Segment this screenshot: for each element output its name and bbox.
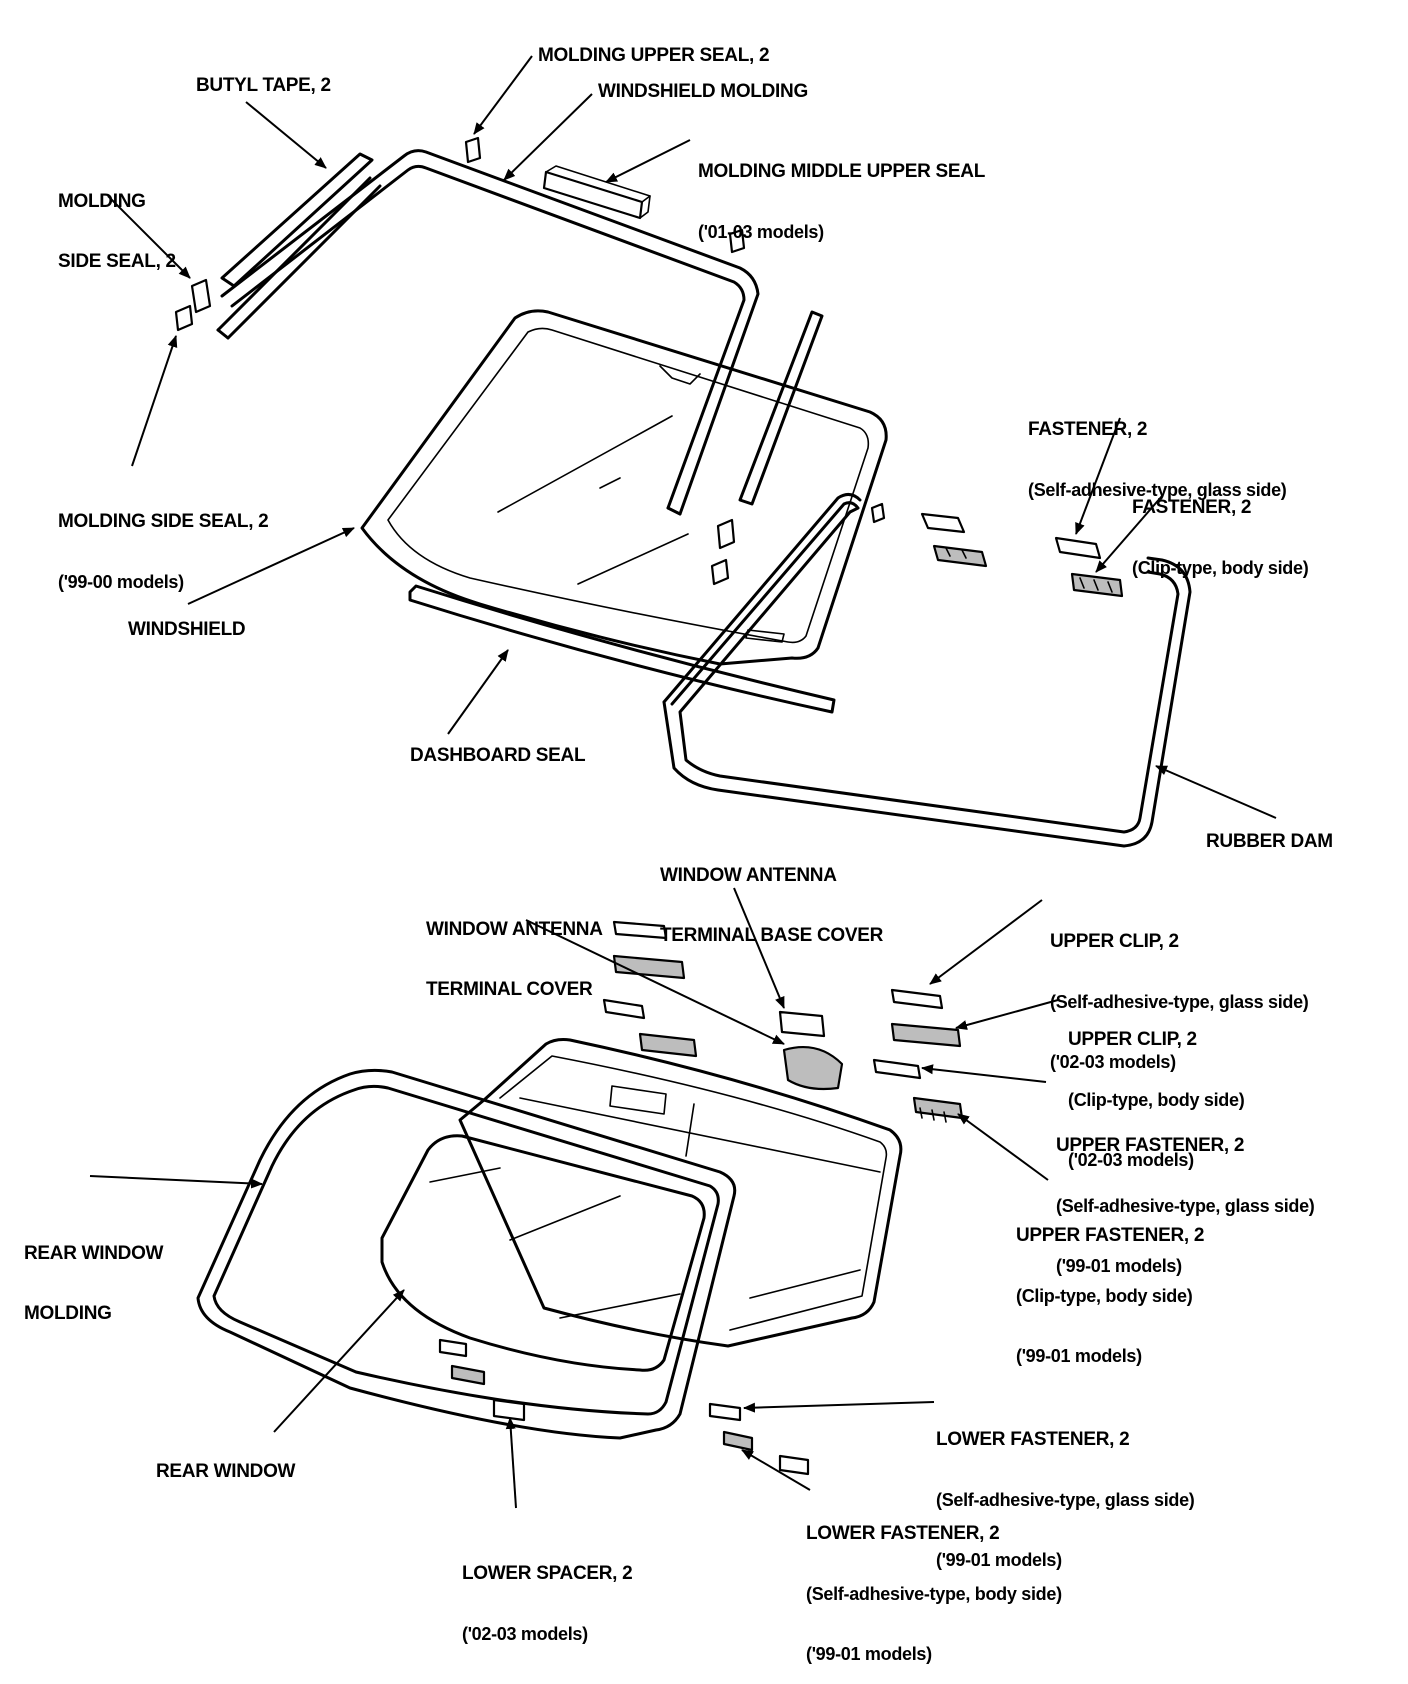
windshield-molding bbox=[220, 149, 760, 516]
rear-window-molding bbox=[196, 1068, 737, 1440]
label-windshield: WINDSHIELD bbox=[128, 619, 246, 640]
molding-middle-upper-seal-piece bbox=[542, 165, 651, 220]
molding-upper-seal-pieces bbox=[464, 136, 746, 254]
label-upper-fastener-body-side: UPPER FASTENER, 2 (Clip-type, body side)… bbox=[1016, 1225, 1205, 1367]
windshield-fasteners bbox=[920, 512, 1124, 598]
label-rear-window: REAR WINDOW bbox=[156, 1461, 296, 1482]
label-fastener-glass-side: FASTENER, 2 (Self-adhesive-type, glass s… bbox=[1028, 419, 1287, 501]
label-upper-fastener-glass-side: UPPER FASTENER, 2 (Self-adhesive-type, g… bbox=[1056, 1135, 1315, 1277]
rear-window-glass bbox=[458, 1038, 903, 1348]
label-molding-side-seal-99-00: MOLDING SIDE SEAL, 2 ('99-00 models) bbox=[58, 511, 269, 593]
label-rear-window-molding: REAR WINDOW MOLDING bbox=[24, 1243, 164, 1324]
windshield-glass bbox=[360, 309, 888, 666]
label-antenna-terminal-cover: WINDOW ANTENNA TERMINAL COVER bbox=[426, 919, 603, 1000]
rear-lower-fasteners bbox=[438, 1338, 810, 1476]
label-upper-clip-body-side: UPPER CLIP, 2 (Clip-type, body side) ('0… bbox=[1068, 1029, 1245, 1171]
rubber-dam bbox=[662, 493, 1192, 848]
leader-lines bbox=[89, 55, 1277, 1509]
label-butyl-tape: BUTYL TAPE, 2 bbox=[196, 75, 331, 96]
rear-window-inner-glass bbox=[380, 1134, 706, 1372]
exploded-parts-diagram bbox=[89, 55, 1277, 1509]
molding-side-seal-pieces bbox=[174, 278, 212, 332]
label-fastener-body-side: FASTENER, 2 (Clip-type, body side) bbox=[1132, 497, 1309, 579]
windshield-center-blocks bbox=[710, 502, 886, 586]
label-molding-upper-seal: MOLDING UPPER SEAL, 2 bbox=[538, 45, 770, 66]
label-rubber-dam: RUBBER DAM bbox=[1206, 831, 1333, 852]
label-windshield-molding: WINDSHIELD MOLDING bbox=[598, 81, 808, 102]
dashboard-seal bbox=[408, 584, 836, 714]
rear-upper-clips bbox=[602, 920, 964, 1123]
windshield-side-strip bbox=[738, 310, 824, 506]
label-lower-fastener-body-side: LOWER FASTENER, 2 (Self-adhesive-type, b… bbox=[806, 1523, 1062, 1665]
label-lower-spacer: LOWER SPACER, 2 ('02-03 models) bbox=[462, 1563, 633, 1645]
butyl-tape bbox=[216, 152, 382, 340]
label-lower-fastener-glass-side: LOWER FASTENER, 2 (Self-adhesive-type, g… bbox=[936, 1429, 1195, 1571]
label-antenna-terminal-base-cover: WINDOW ANTENNA TERMINAL BASE COVER bbox=[660, 865, 884, 946]
label-molding-middle-upper-seal: MOLDING MIDDLE UPPER SEAL ('01-03 models… bbox=[698, 161, 986, 243]
label-molding-side-seal: MOLDING SIDE SEAL, 2 bbox=[58, 191, 176, 272]
label-dashboard-seal: DASHBOARD SEAL bbox=[410, 745, 586, 766]
label-upper-clip-glass-side: UPPER CLIP, 2 (Self-adhesive-type, glass… bbox=[1050, 931, 1309, 1073]
